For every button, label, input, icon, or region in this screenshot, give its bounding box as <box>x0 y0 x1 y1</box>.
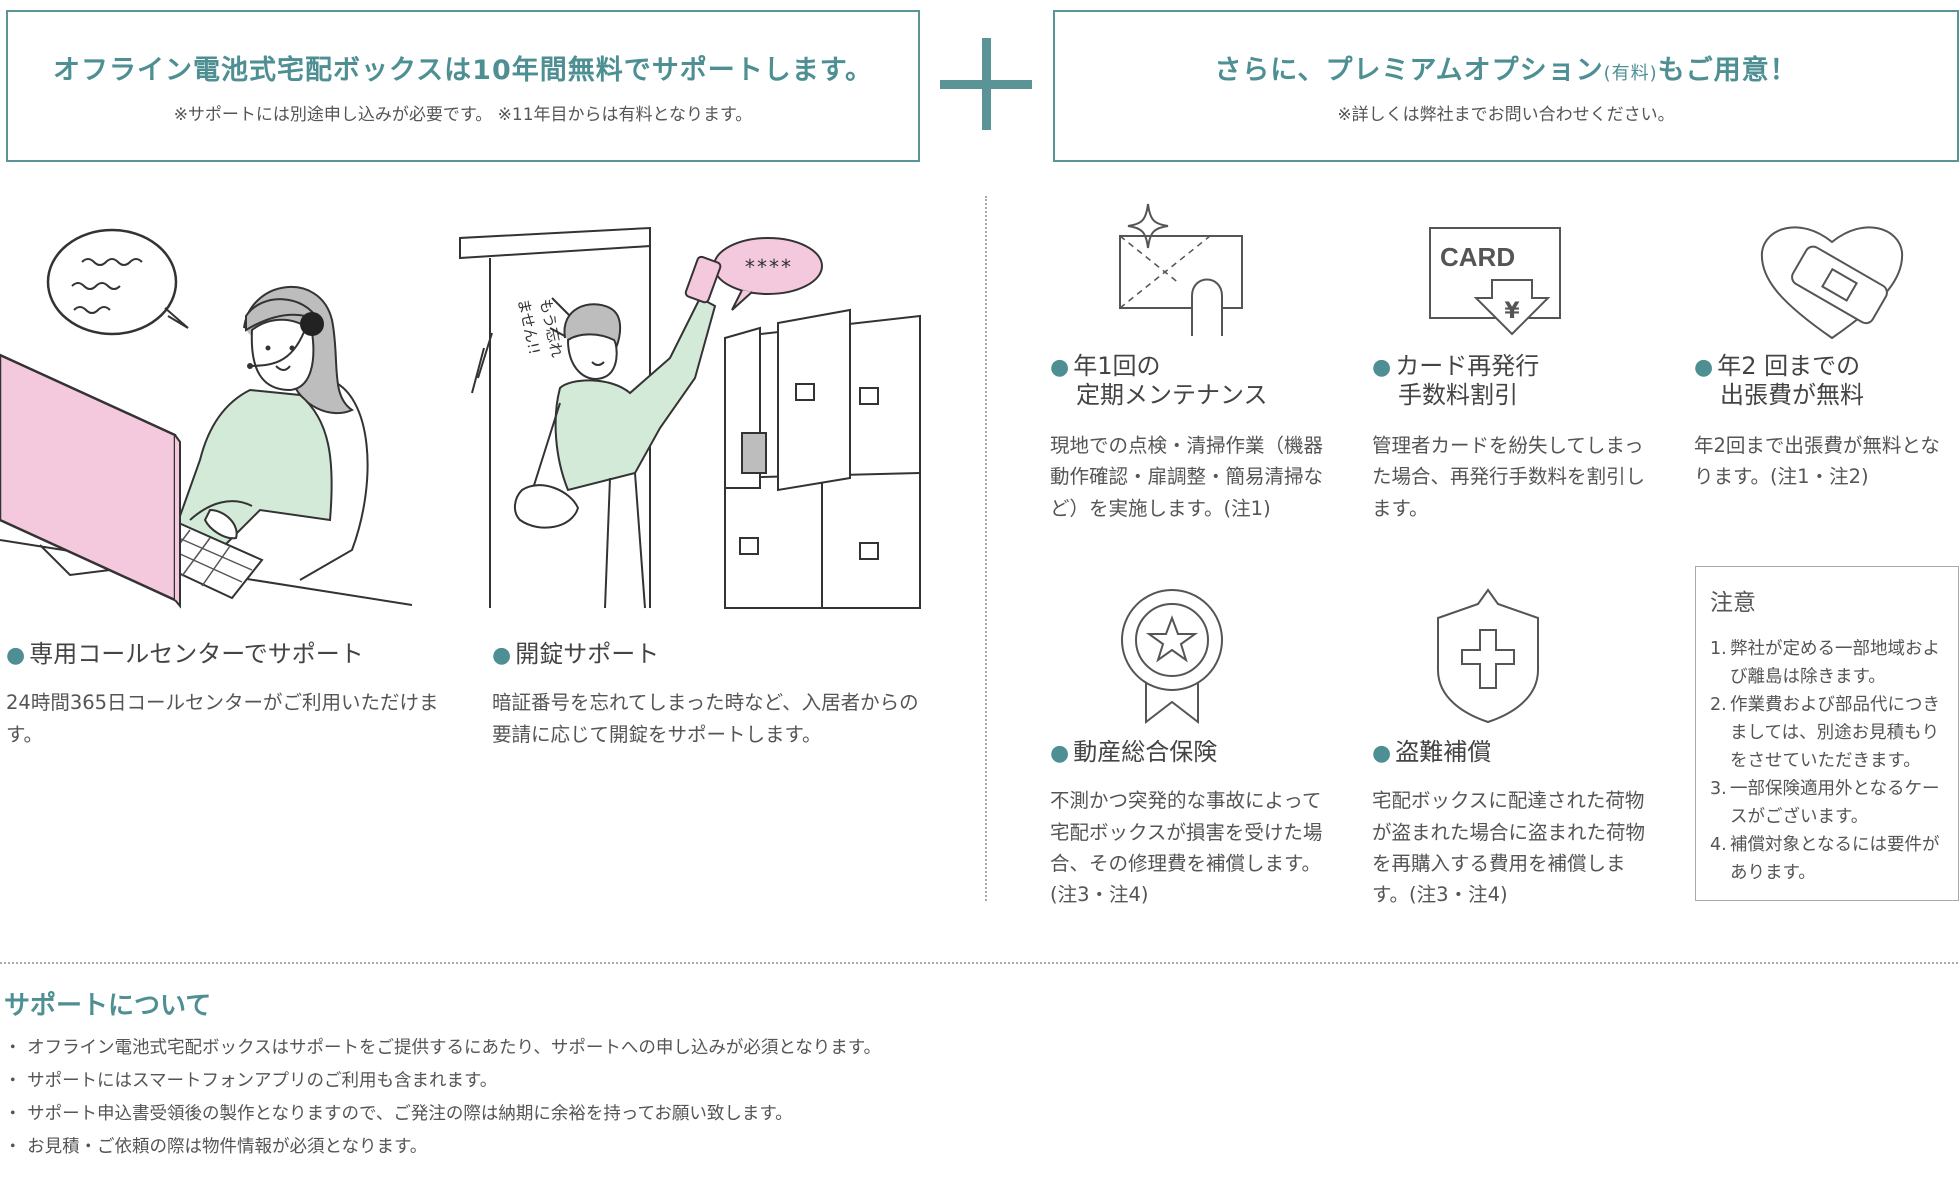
theft-shield-icon <box>1437 588 1539 724</box>
bullet-dot-icon: ● <box>1372 355 1392 380</box>
footer-divider <box>0 962 1958 964</box>
premium-insurance: ●動産総合保険 不測かつ突発的な事故によって宅配ボックスが損害を受けた場合、その… <box>1050 738 1325 910</box>
bullet-dot-icon: ● <box>1372 741 1392 766</box>
bullet-dot-icon: ● <box>1050 741 1070 766</box>
bullet-dot-icon: ● <box>6 643 26 668</box>
premium-option-banner: さらに、プレミアムオプション(有料)もご用意！ ※詳しくは弊社までお問い合わせく… <box>1053 10 1959 162</box>
free-support-note: ※サポートには別途申し込みが必要です。 ※11年目からは有料となります。 <box>173 105 753 125</box>
premium-card-discount-desc: 管理者カードを紛失してしまった場合、再発行手数料を割引します。 <box>1372 434 1646 520</box>
premium-travel-free-title: ●年2 回までの 出張費が無料 <box>1694 352 1864 410</box>
support-info: サポートについて ・ オフライン電池式宅配ボックスはサポートをご提供するにあたり… <box>4 985 1204 1164</box>
support-info-heading: サポートについて <box>4 991 212 1021</box>
notes-heading: 注意 <box>1710 590 1756 616</box>
support-info-item: ・ サポート申込書受領後の製作となりますので、ご発注の際は納期に余裕を持ってお願… <box>4 1104 793 1124</box>
insurance-medal-icon <box>1121 589 1223 725</box>
heart-bandage-icon <box>1760 226 1904 340</box>
premium-maintenance-desc: 現地での点検・清掃作業（機器動作確認・扉調整・簡易清掃など）を実施します。(注1… <box>1050 434 1324 520</box>
note-item: 4.補償対象となるには要件があります。 <box>1710 835 1940 883</box>
premium-insurance-title: ●動産総合保険 <box>1050 738 1218 766</box>
note-item: 1.弊社が定める一部地域および離島は除きます。 <box>1710 639 1940 687</box>
unlock-support-illustration: **** もう忘れ ません!! <box>459 226 921 609</box>
speech-bubble-icon <box>46 228 178 336</box>
note-item: 2.作業費および部品代につきましては、別途お見積もりをさせていただきます。 <box>1710 695 1940 771</box>
free-support-title: オフライン電池式宅配ボックスは10年間無料でサポートします。 <box>52 55 874 86</box>
svg-text:CARD: CARD <box>1440 242 1515 272</box>
premium-insurance-desc: 不測かつ突発的な事故によって宅配ボックスが損害を受けた場合、その修理費を補償しま… <box>1050 789 1323 906</box>
support-info-item: ・ お見積・ご依頼の際は物件情報が必須となります。 <box>4 1137 428 1157</box>
call-center-illustration <box>0 228 413 609</box>
free-support-banner: オフライン電池式宅配ボックスは10年間無料でサポートします。 ※サポートには別途… <box>6 10 920 162</box>
bullet-dot-icon: ● <box>492 643 512 668</box>
call-center-service: ●専用コールセンターでサポート 24時間365日コールセンターがご利用いただけま… <box>6 640 446 750</box>
unlock-service: ●開錠サポート 暗証番号を忘れてしまった時など、入居者からの要請に応じて開錠をサ… <box>492 640 932 750</box>
call-center-service-title: ●専用コールセンターでサポート <box>6 640 364 668</box>
premium-card-discount-title: ●カード再発行 手数料割引 <box>1372 352 1540 410</box>
unlock-service-title: ●開錠サポート <box>492 640 660 668</box>
premium-theft-desc: 宅配ボックスに配達された荷物が盗まれた場合に盗まれた荷物を再購入する費用を補償し… <box>1372 789 1646 906</box>
card-reissue-icon: CARD ¥ <box>1429 227 1561 336</box>
premium-travel-free-desc: 年2回まで出張費が無料となります。(注1・注2) <box>1694 434 1940 489</box>
support-info-item: ・ オフライン電池式宅配ボックスはサポートをご提供するにあたり、サポートへの申し… <box>4 1038 882 1058</box>
premium-travel-free: ●年2 回までの 出張費が無料 年2回まで出張費が無料となります。(注1・注2) <box>1694 352 1958 493</box>
bullet-dot-icon: ● <box>1694 355 1714 380</box>
premium-theft-title: ●盗難補償 <box>1372 738 1492 766</box>
premium-theft: ●盗難補償 宅配ボックスに配達された荷物が盗まれた場合に盗まれた荷物を再購入する… <box>1372 738 1647 910</box>
premium-card-discount: ●カード再発行 手数料割引 管理者カードを紛失してしまった場合、再発行手数料を割… <box>1372 352 1647 524</box>
plus-symbol <box>940 38 1032 130</box>
svg-text:¥: ¥ <box>1504 299 1520 324</box>
premium-option-title: さらに、プレミアムオプション(有料)もご用意！ <box>1214 55 1798 86</box>
unlock-service-desc: 暗証番号を忘れてしまった時など、入居者からの要請に応じて開錠をサポートします。 <box>492 691 919 746</box>
bullet-dot-icon: ● <box>1050 355 1070 380</box>
maintenance-icon <box>1119 203 1243 336</box>
call-center-service-desc: 24時間365日コールセンターがご利用いただけます。 <box>6 691 439 746</box>
support-info-item: ・ サポートにはスマートフォンアプリのご利用も含まれます。 <box>4 1071 498 1091</box>
premium-maintenance: ●年1回の 定期メンテナンス 現地での点検・清掃作業（機器動作確認・扉調整・簡易… <box>1050 352 1325 524</box>
svg-text:****: **** <box>744 255 792 279</box>
note-item: 3.一部保険適用外となるケースがございます。 <box>1710 779 1940 827</box>
premium-option-note: ※詳しくは弊社までお問い合わせください。 <box>1337 105 1675 125</box>
notes-box: 注意 1.弊社が定める一部地域および離島は除きます。 2.作業費および部品代につ… <box>1695 566 1959 901</box>
section-divider <box>985 196 987 901</box>
premium-maintenance-title: ●年1回の 定期メンテナンス <box>1050 352 1268 410</box>
